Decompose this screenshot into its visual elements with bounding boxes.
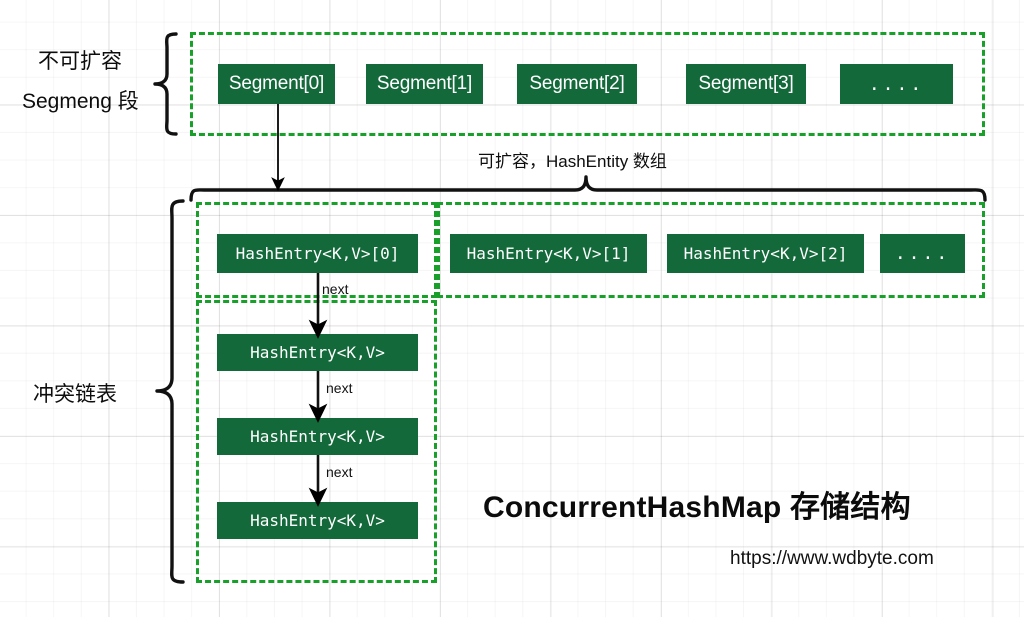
hashentry-array-box-1[interactable]: HashEntry<K,V>[1]: [450, 234, 647, 273]
brace-non-expandable: [153, 32, 178, 136]
label-collision-chain: 冲突链表: [33, 383, 117, 406]
label-expandable-hashentity-array: 可扩容，HashEntity 数组: [478, 152, 667, 171]
source-url: https://www.wdbyte.com: [730, 548, 934, 569]
collision-chain-container: [196, 300, 437, 583]
segment-box-0[interactable]: Segment[0]: [218, 64, 335, 104]
segment-array-container: [190, 32, 985, 136]
chain-node-1[interactable]: HashEntry<K,V>: [217, 418, 418, 455]
chain-node-0[interactable]: HashEntry<K,V>: [217, 334, 418, 371]
segment-box-1[interactable]: Segment[1]: [366, 64, 483, 104]
hashentry-array-box-2[interactable]: HashEntry<K,V>[2]: [667, 234, 864, 273]
label-non-expandable-line1: 不可扩容: [38, 50, 122, 73]
edge-label-next-0: next: [322, 281, 349, 297]
brace-collision-chain: [155, 199, 185, 584]
label-non-expandable-line2: Segmeng 段: [22, 90, 139, 113]
segment-box-3[interactable]: Segment[3]: [686, 64, 806, 104]
hashentry-array-box-ellipsis: ....: [880, 234, 965, 273]
segment-box-ellipsis: ....: [840, 64, 953, 104]
chain-node-2[interactable]: HashEntry<K,V>: [217, 502, 418, 539]
brace-expandable-array: [189, 175, 987, 202]
hashentry-array-box-0[interactable]: HashEntry<K,V>[0]: [217, 234, 418, 273]
diagram-title: ConcurrentHashMap 存储结构: [483, 491, 911, 524]
edge-label-next-2: next: [326, 464, 353, 480]
segment-box-2[interactable]: Segment[2]: [517, 64, 637, 104]
edge-label-next-1: next: [326, 380, 353, 396]
hashentry-array-container-right: [437, 202, 985, 298]
hashentry-bucket0-container: [196, 202, 437, 298]
